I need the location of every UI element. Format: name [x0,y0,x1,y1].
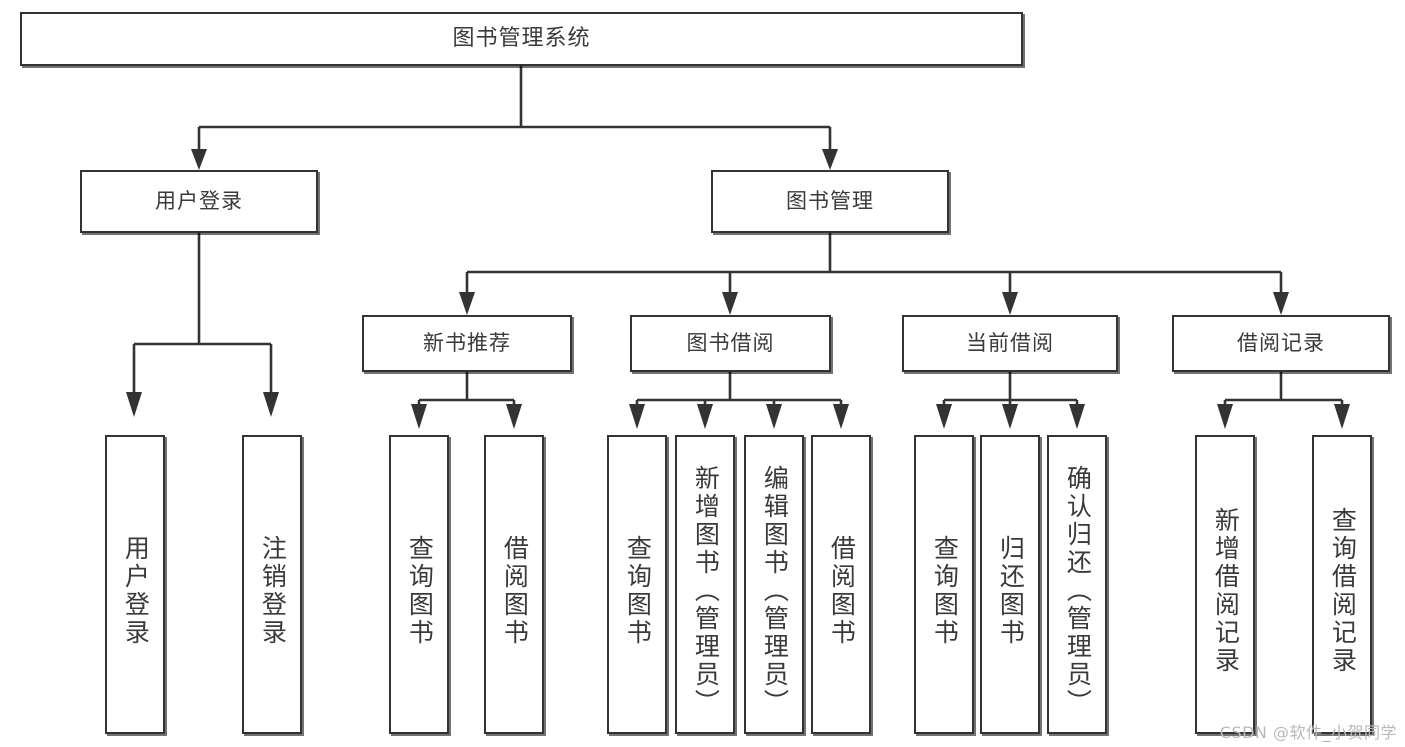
node-current-borrow[interactable]: 当前借阅 [902,315,1118,372]
arrowhead-records-leaf-1 [1217,404,1233,429]
node-leaf-current-return[interactable]: 归还图书 [980,435,1040,734]
node-leaf-current-confirm-return-label: 确认归还（管理员） [1063,464,1093,717]
node-leaf-newbook-borrow[interactable]: 借阅图书 [484,435,544,734]
arrowhead-borrow-leaf-3 [766,404,782,429]
arrowhead-borrow-leaf-1 [629,404,645,429]
arrowhead-current-leaf-1 [936,404,952,429]
node-leaf-current-confirm-return[interactable]: 确认归还（管理员） [1047,435,1107,734]
node-leaf-borrow-add[interactable]: 新增图书（管理员） [675,435,735,734]
node-leaf-borrow-query[interactable]: 查询图书 [607,435,667,734]
node-leaf-user-login[interactable]: 用户登录 [105,435,165,734]
node-root-label: 图书管理系统 [452,25,591,51]
arrowhead-user-login [191,149,207,170]
node-leaf-borrow-book[interactable]: 借阅图书 [811,435,871,734]
arrowhead-leaf-user-login-2 [263,392,279,417]
node-leaf-records-query[interactable]: 查询借阅记录 [1312,435,1372,734]
node-leaf-records-query-label: 查询借阅记录 [1328,506,1358,675]
node-book-management[interactable]: 图书管理 [711,170,949,233]
node-book-borrow-label: 图书借阅 [686,330,775,355]
arrowhead-borrow-leaf-2 [697,404,713,429]
arrowhead-newbook-leaf-2 [506,404,522,429]
node-leaf-borrow-book-label: 借阅图书 [827,534,857,647]
arrowhead-newbook [459,292,475,315]
node-new-book-recommend-label: 新书推荐 [423,330,511,355]
node-current-borrow-label: 当前借阅 [966,330,1054,355]
arrowhead-newbook-leaf-1 [411,404,427,429]
node-leaf-borrow-edit-label: 编辑图书（管理员） [760,464,790,717]
node-leaf-newbook-query[interactable]: 查询图书 [389,435,449,734]
node-borrow-records-label: 借阅记录 [1237,330,1325,355]
watermark: CSDN @软件_小贺同学 [1219,723,1397,742]
node-borrow-records[interactable]: 借阅记录 [1172,315,1390,372]
arrowhead-leaf-user-login-1 [126,392,142,417]
node-leaf-current-query[interactable]: 查询图书 [914,435,974,734]
arrowhead-book-mgmt [822,149,838,170]
node-leaf-logout[interactable]: 注销登录 [242,435,302,734]
node-leaf-newbook-query-label: 查询图书 [405,534,435,647]
node-user-login-label: 用户登录 [155,188,243,213]
node-book-management-label: 图书管理 [786,188,874,213]
arrowhead-borrow-leaf-4 [833,404,849,429]
arrowhead-borrow [722,292,738,315]
node-leaf-current-return-label: 归还图书 [996,534,1026,647]
arrowhead-current [1002,292,1018,315]
node-new-book-recommend[interactable]: 新书推荐 [362,315,572,372]
arrowhead-current-leaf-3 [1069,404,1085,429]
node-user-login[interactable]: 用户登录 [80,170,318,233]
node-leaf-records-add-label: 新增借阅记录 [1211,506,1241,675]
arrowhead-current-leaf-2 [1002,404,1018,429]
node-root[interactable]: 图书管理系统 [20,12,1023,66]
node-leaf-logout-label: 注销登录 [258,534,288,647]
node-leaf-current-query-label: 查询图书 [930,534,960,647]
node-leaf-user-login-label: 用户登录 [121,534,151,647]
node-leaf-records-add[interactable]: 新增借阅记录 [1195,435,1255,734]
arrowhead-records-leaf-2 [1334,404,1350,429]
node-leaf-borrow-add-label: 新增图书（管理员） [691,464,721,717]
node-leaf-newbook-borrow-label: 借阅图书 [500,534,530,647]
node-book-borrow[interactable]: 图书借阅 [630,315,831,372]
arrowhead-records [1273,292,1289,315]
node-leaf-borrow-edit[interactable]: 编辑图书（管理员） [744,435,804,734]
node-leaf-borrow-query-label: 查询图书 [623,534,653,647]
